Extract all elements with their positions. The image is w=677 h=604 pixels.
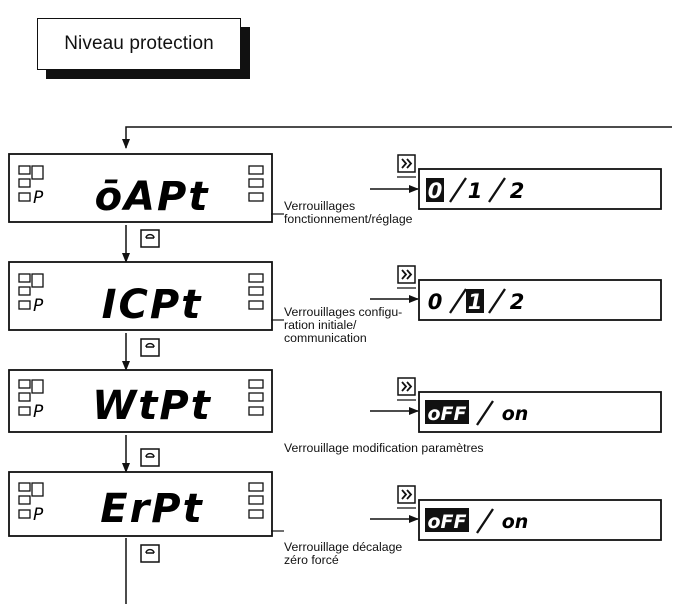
param-code-2: ICPt: [102, 282, 203, 328]
label-param-1-line-2: fonctionnement/réglage: [284, 212, 413, 226]
label-param-4-line-1: Verrouillage décalage: [284, 540, 403, 554]
label-param-2: Verrouillages configu- ration initiale/ …: [284, 306, 402, 345]
label-param-2-line-1: Verrouillages configu-: [284, 305, 403, 319]
label-param-1: Verrouillages fonctionnement/réglage: [284, 200, 413, 226]
param-code-1: ōAPt: [95, 174, 210, 220]
option-1-2: 2: [510, 179, 525, 203]
selected-highlight-4: [425, 508, 469, 532]
label-param-4-line-2: zéro forcé: [284, 553, 339, 567]
mode-return-key-icon: [140, 338, 160, 357]
p-indicator: P: [33, 402, 44, 422]
selected-highlight-1: [426, 178, 444, 202]
p-indicator: P: [33, 188, 44, 208]
return-loop-line: [122, 126, 672, 149]
mode-return-key-icon: [140, 544, 160, 563]
param-code-3: WtPt: [92, 383, 212, 429]
option-1-0: 0: [428, 179, 443, 203]
label-param-3: Verrouillage modification paramètres: [284, 442, 484, 455]
shift-key-icon: [397, 154, 416, 173]
label-param-1-line-1: Verrouillages: [284, 199, 356, 213]
option-1-1: 1: [468, 179, 483, 203]
controller-display-4: P ErPt: [8, 471, 273, 537]
option-3-1: on: [502, 403, 529, 425]
page-title: Niveau protection: [64, 33, 214, 54]
p-indicator: P: [33, 296, 44, 316]
option-4-1: on: [502, 511, 529, 533]
mode-return-key-icon: [140, 448, 160, 467]
shift-key-icon: [397, 377, 416, 396]
p-indicator: P: [33, 505, 44, 525]
value-box-2: [418, 279, 662, 321]
label-param-2-line-2: ration initiale/: [284, 318, 357, 332]
option-4-0: oFF: [427, 511, 466, 533]
label-param-4: Verrouillage décalage zéro forcé: [284, 541, 402, 567]
label-param-2-line-3: communication: [284, 331, 367, 345]
controller-display-1: P ōAPt: [8, 153, 273, 223]
option-2-0: 0: [428, 290, 443, 314]
param-code-4: ErPt: [100, 486, 204, 532]
mode-return-key-icon: [140, 229, 160, 248]
selected-highlight-3: [425, 400, 469, 424]
label-param-3-line-1: Verrouillage modification paramètres: [284, 441, 484, 455]
controller-display-3: P WtPt: [8, 369, 273, 433]
selected-highlight-2: [466, 289, 484, 313]
option-2-2: 2: [510, 290, 525, 314]
option-2-1: 1: [468, 290, 483, 314]
shift-key-icon: [397, 485, 416, 504]
value-box-1: [418, 168, 662, 210]
option-3-0: oFF: [427, 403, 466, 425]
shift-key-icon: [397, 265, 416, 284]
controller-display-2: P ICPt: [8, 261, 273, 331]
title-box: Niveau protection: [37, 18, 241, 70]
